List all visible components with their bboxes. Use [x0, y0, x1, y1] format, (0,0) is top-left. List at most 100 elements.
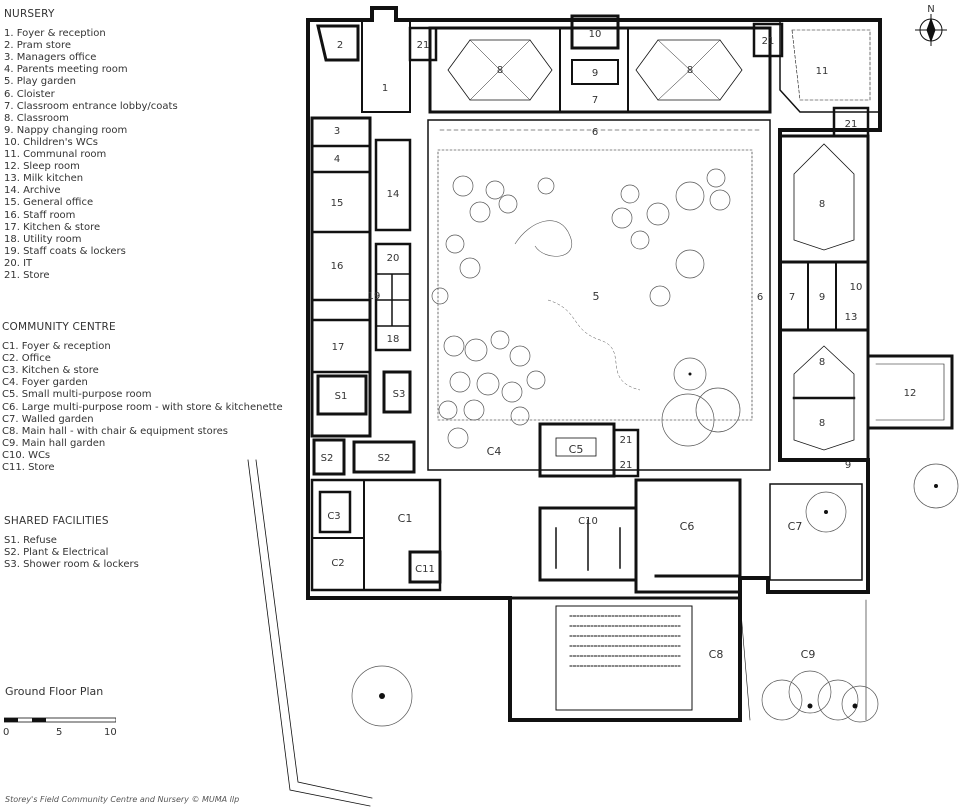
room-label: 10 [589, 29, 602, 40]
room-label: 2 [337, 40, 343, 51]
main-hall [508, 596, 742, 722]
legend-item: 6. Cloister [4, 88, 55, 100]
community-foyer [310, 478, 442, 592]
legend-item: 21. Store [4, 269, 50, 281]
legend-heading: NURSERY [4, 8, 55, 20]
legend-item: 10. Children's WCs [4, 136, 98, 148]
communal-room [779, 19, 881, 113]
room-label: 7 [789, 292, 795, 303]
room-label: 14 [387, 189, 400, 200]
walled-garden [769, 483, 863, 581]
room-label: 10 [850, 282, 863, 293]
room-label: S2 [378, 453, 391, 464]
room-label: 6 [757, 292, 763, 303]
room-label: 7 [592, 95, 598, 106]
legend-item: C6. Large multi-purpose room - with stor… [2, 401, 283, 413]
room-label: 15 [331, 198, 344, 209]
room-label: 8 [687, 65, 693, 76]
outer-wall [306, 6, 882, 722]
sleep-room [866, 354, 954, 430]
scale-label: 0 [3, 727, 10, 738]
legend-item: 7. Classroom entrance lobby/coats [4, 100, 178, 112]
room-label: 21 [762, 36, 775, 47]
room-label: S1 [335, 391, 348, 402]
legend-heading: SHARED FACILITIES [4, 515, 109, 527]
west-wing [310, 116, 372, 438]
scale-label: 10 [104, 727, 117, 738]
east-wing-classrooms [778, 134, 870, 462]
nursery-foyer [361, 19, 411, 113]
legend-item: C3. Kitchen & store [2, 365, 99, 377]
classroom-divider [559, 27, 629, 113]
archive-block [374, 138, 412, 232]
legend-item: 9. Nappy changing room [4, 124, 128, 136]
room-label: C10 [578, 516, 598, 527]
legend-item: 2. Pram store [4, 40, 72, 52]
legend-item: 20. IT [4, 257, 33, 269]
legend-item: 19. Staff coats & lockers [4, 245, 126, 257]
room-label: 4 [334, 154, 340, 165]
plan-title: Ground Floor Plan [5, 685, 104, 698]
room-label: 5 [593, 290, 600, 303]
room-label: 9 [845, 460, 851, 471]
legend-item: C9. Main hall garden [2, 437, 106, 449]
room-label: 9 [592, 68, 598, 79]
room-label: 21 [620, 460, 633, 471]
room-label: 21 [417, 40, 430, 51]
room-label: 1 [382, 83, 388, 94]
copyright-credit: Storey's Field Community Centre and Nurs… [5, 795, 240, 804]
room-label: 16 [331, 261, 344, 272]
scale-bar [4, 717, 116, 723]
room-label: 6 [592, 127, 598, 138]
room-label: 8 [819, 199, 825, 210]
legend-item: 8. Classroom [4, 112, 69, 124]
room-label: C11 [415, 564, 435, 575]
site-boundary [247, 459, 373, 807]
legend-item: C1. Foyer & reception [2, 341, 111, 353]
large-multipurpose-room [634, 478, 742, 594]
north-arrow-icon [915, 14, 947, 46]
legend-item: C4. Foyer garden [2, 377, 88, 389]
room-label: 8 [497, 65, 503, 76]
legend-item: 4. Parents meeting room [4, 64, 128, 76]
legend-item: S2. Plant & Electrical [4, 547, 109, 559]
legend-item: 11. Communal room [4, 149, 107, 161]
room-label: S3 [393, 389, 406, 400]
pram-store [316, 24, 360, 62]
room-label: 13 [845, 312, 858, 323]
legend-item: 16. Staff room [4, 209, 76, 221]
legend-item: 13. Milk kitchen [4, 173, 84, 185]
legend-item: 12. Sleep room [4, 161, 80, 173]
room-label: C8 [709, 648, 724, 661]
wc-block [570, 14, 620, 50]
scale-label: 5 [56, 727, 63, 738]
room-label: C7 [788, 520, 803, 533]
legend-item: C2. Office [2, 353, 51, 365]
north-label: N [927, 4, 934, 15]
nursery-top-wing [428, 26, 772, 114]
room-label: C1 [398, 512, 413, 525]
legend-item: S3. Shower room & lockers [4, 559, 139, 571]
room-label: 20 [387, 253, 400, 264]
room-label: 11 [816, 66, 829, 77]
room-label: 21 [620, 435, 633, 446]
room-label: 8 [819, 418, 825, 429]
room-label: 8 [819, 357, 825, 368]
legend-item: 5. Play garden [4, 76, 77, 88]
play-garden [427, 119, 771, 471]
legend-item: 17. Kitchen & store [4, 221, 101, 233]
legend-item: C10. WCs [2, 449, 51, 461]
legend-heading: COMMUNITY CENTRE [2, 321, 116, 333]
room-label: S2 [321, 453, 334, 464]
small-multipurpose-room [538, 422, 616, 478]
legend-item: C11. Store [2, 462, 55, 474]
room-label: 21 [845, 119, 858, 130]
room-label: C4 [487, 445, 502, 458]
legend-item: 14. Archive [4, 185, 61, 197]
